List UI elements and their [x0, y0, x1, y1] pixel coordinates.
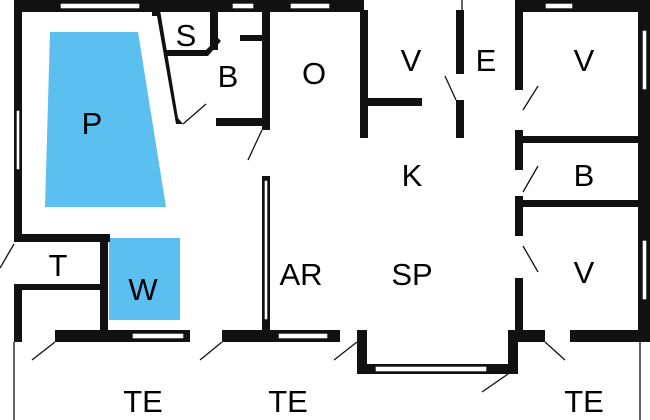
window [231, 2, 255, 10]
wall [508, 330, 518, 374]
wall [520, 0, 650, 12]
room-label-bath-pool: B [218, 59, 239, 94]
room-label-terrace-2: TE [268, 384, 308, 419]
window [641, 239, 648, 301]
window [544, 2, 574, 10]
wall [515, 130, 523, 170]
wall [14, 284, 22, 342]
room-label-kitchen: K [402, 158, 423, 193]
door [522, 85, 539, 111]
room-label-entrance: E [476, 43, 497, 78]
window [131, 332, 185, 340]
wall [515, 200, 640, 207]
door [522, 245, 539, 273]
window [263, 179, 269, 321]
door [199, 341, 223, 361]
wall [152, 10, 183, 124]
room-label-bath-2: B [574, 158, 595, 193]
room-label-bedroom-2: V [574, 43, 595, 78]
wall [14, 234, 110, 242]
room-label-terrace-3: TE [564, 384, 604, 419]
wall [210, 10, 218, 50]
pool-water [45, 32, 166, 207]
wall [216, 118, 264, 126]
wall [515, 0, 523, 90]
door [31, 341, 56, 361]
room-label-bedroom-3: V [574, 255, 595, 290]
window [59, 2, 141, 10]
wall [456, 100, 464, 138]
wall [360, 98, 422, 106]
door [182, 103, 207, 125]
window [277, 332, 329, 340]
door [333, 341, 358, 361]
window [641, 29, 648, 91]
window [289, 2, 331, 10]
wall [360, 10, 368, 138]
room-label-terrace-1: TE [123, 384, 163, 419]
room-label-sauna: S [176, 18, 197, 53]
door [522, 165, 539, 193]
door [481, 373, 509, 393]
room-label-pool: P [82, 106, 103, 141]
wall [14, 284, 106, 290]
wall [262, 10, 270, 130]
wall [515, 136, 640, 143]
wall [456, 10, 464, 74]
door [247, 129, 263, 161]
door [444, 75, 457, 101]
window [15, 109, 21, 171]
window [374, 365, 488, 373]
room-label-technical: T [49, 248, 68, 283]
wall [165, 38, 221, 56]
spa-water [109, 238, 180, 320]
room-label-living: AR [279, 257, 322, 292]
wall [570, 330, 650, 342]
door [544, 341, 566, 361]
wall [515, 278, 523, 340]
door [0, 243, 15, 269]
wall [357, 330, 367, 374]
room-label-bedroom-1: V [401, 43, 422, 78]
room-label-utility: O [302, 56, 326, 91]
room-label-dining: SP [391, 257, 432, 292]
wall [515, 196, 523, 236]
wall [240, 35, 262, 41]
room-label-spa: W [128, 272, 158, 307]
